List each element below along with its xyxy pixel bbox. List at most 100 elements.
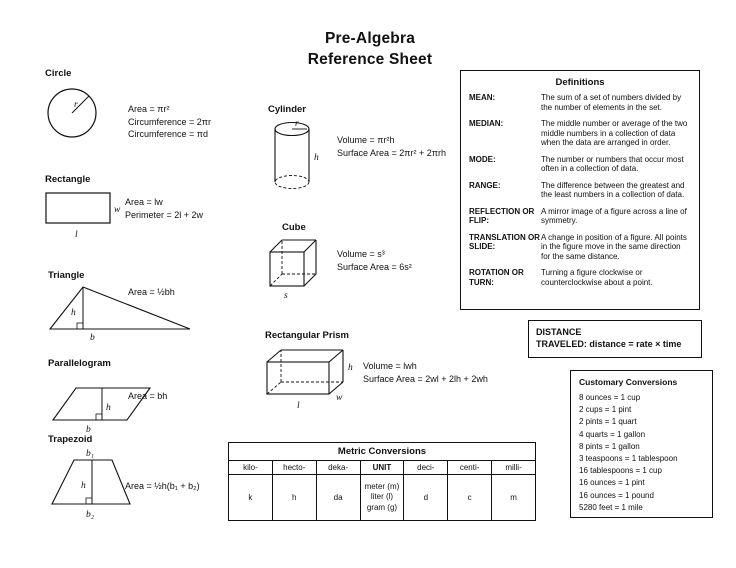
formula-line: Perimeter = 2l + 2w (125, 209, 204, 220)
formula-line: Circumference = 2πr (128, 116, 211, 127)
formula-line: Area = bh (128, 391, 168, 401)
circle-outline (47, 88, 97, 138)
definitions-title: Definitions (555, 77, 605, 88)
right-angle-mark (76, 322, 84, 330)
metric-value-m: m (491, 474, 536, 521)
prism-height-label: h (348, 363, 353, 373)
metric-header-deci: deci- (403, 460, 449, 475)
rect-prism-figure: h w l (266, 349, 353, 411)
customary-item: 2 cups = 1 pint (579, 405, 632, 415)
metric-value-da: da (315, 474, 361, 521)
cylinder-formulas: Volume = πr²h Surface Area = 2πr² + 2πrh (337, 134, 446, 159)
cylinder-bottom (274, 175, 310, 189)
customary-item: 2 pints = 1 quart (579, 417, 637, 427)
formula-line: Surface Area = 2wl + 2lh + 2wh (363, 373, 488, 384)
prism-width-label: w (336, 393, 343, 403)
trapezoid-formulas: Area = ½h(b₁ + b₂) (125, 480, 200, 493)
trapezoid-height-label: h (81, 481, 86, 491)
parallelogram-figure: h b (51, 387, 152, 435)
metric-title-row: Metric Conversions (228, 442, 536, 461)
definition-entry: MODE: The number or numbers that occur m… (469, 155, 691, 174)
rectangle-figure: w l (45, 192, 121, 240)
trapezoid-heading: Trapezoid (48, 434, 93, 445)
page-title: Pre-Algebra Reference Sheet (245, 28, 495, 70)
formula-line: Volume = lwh (363, 361, 417, 371)
parallelogram-base-label: b (86, 425, 91, 435)
cube-side-label: s (284, 291, 288, 301)
customary-item: 8 pints = 1 gallon (579, 441, 640, 451)
title-line-1: Pre-Algebra (324, 30, 416, 47)
cylinder-heading: Cylinder (268, 104, 307, 115)
definition-entry: REFLECTION OR FLIP: A mirror image of a … (469, 207, 691, 226)
definition-text: The middle number or average of the two … (541, 119, 688, 147)
formula-line: Volume = s³ (337, 249, 385, 259)
metric-value-row: k h da meter (m) liter (l) gram (g) d c … (228, 474, 536, 521)
formula-line: Area = ½bh (128, 287, 175, 297)
customary-item: 4 quarts = 1 gallon (579, 429, 646, 439)
cylinder-radius-label: r (295, 119, 299, 129)
cube-heading: Cube (282, 222, 306, 233)
customary-item: 16 ounces = 1 pint (579, 478, 645, 488)
rectangle-heading: Rectangle (45, 174, 91, 185)
metric-header-row: kilo- hecto- deka- UNIT deci- centi- mil… (228, 460, 536, 475)
metric-value-h: h (271, 474, 317, 521)
definition-entry: MEAN: The sum of a set of numbers divide… (469, 93, 691, 112)
customary-title: Customary Conversions (579, 377, 678, 387)
cube-front-face (269, 251, 305, 287)
definition-entry: ROTATION OR TURN: Turning a figure clock… (469, 268, 691, 287)
parallelogram-formulas: Area = bh (128, 390, 167, 403)
prism-length-label: l (297, 401, 300, 411)
customary-item: 16 tablespoons = 1 cup (579, 466, 662, 476)
formula-line: Surface Area = 6s² (337, 261, 412, 272)
customary-item: 5280 feet = 1 mile (579, 502, 643, 512)
triangle-outline (48, 286, 191, 330)
definition-entry: MEDIAN: The middle number or average of … (469, 119, 691, 148)
unit-liter: liter (l) (370, 492, 394, 502)
metric-header-kilo: kilo- (228, 460, 273, 475)
cube-hidden-edge (269, 273, 283, 287)
distance-formula: distance = rate × time (589, 339, 682, 349)
trapezoid-base2-label: b₂ (86, 510, 95, 520)
metric-conversions-table: Metric Conversions kilo- hecto- deka- UN… (228, 442, 536, 521)
triangle-height-label: h (71, 308, 76, 318)
rect-prism-formulas: Volume = lwh Surface Area = 2wl + 2lh + … (363, 360, 488, 385)
distance-line-1: DISTANCE (536, 327, 582, 337)
rectangle-formulas: Area = lw Perimeter = 2l + 2w (125, 196, 203, 221)
definition-entry: RANGE: The difference between the greate… (469, 181, 691, 200)
metric-value-k: k (228, 474, 273, 521)
right-angle-mark (95, 413, 103, 421)
formula-line: Area = ½h(b₁ + b₂) (125, 481, 200, 491)
customary-conversions-box: Customary Conversions 8 ounces = 1 cup 2… (570, 370, 713, 518)
parallelogram-height-label: h (106, 403, 111, 413)
parallelogram-heading: Parallelogram (48, 358, 111, 369)
metric-value-d: d (403, 474, 449, 521)
rectangle-width-label: w (114, 205, 121, 215)
triangle-base-label: b (90, 333, 95, 343)
definition-text: The sum of a set of numbers divided by t… (541, 93, 682, 112)
circle-figure: r (47, 88, 97, 138)
definition-term: RANGE: (469, 180, 501, 190)
prism-hidden-edge (266, 381, 282, 395)
formula-line: Surface Area = 2πr² + 2πrh (337, 147, 446, 158)
triangle-formulas: Area = ½bh (128, 286, 175, 299)
cylinder-height-label: h (314, 153, 319, 163)
definition-text: The number or numbers that occur most of… (541, 154, 684, 174)
definition-text: A change in position of a figure. All po… (541, 232, 687, 261)
definition-entry: TRANSLATION OR SLIDE: A change in positi… (469, 233, 691, 262)
distance-line-2: TRAVELED: distance = rate × time (536, 338, 694, 350)
unit-meter: meter (m) (364, 481, 400, 491)
rectangle-outline (45, 192, 111, 224)
formula-line: Area = lw (125, 197, 163, 207)
formula-line: Volume = πr²h (337, 135, 395, 145)
metric-title: Metric Conversions (228, 442, 536, 461)
circle-radius-label: r (74, 100, 78, 110)
formula-line: Circumference = πd (128, 129, 208, 139)
metric-header-hecto: hecto- (271, 460, 317, 475)
rect-prism-heading: Rectangular Prism (265, 330, 349, 341)
customary-item: 8 ounces = 1 cup (579, 393, 641, 402)
metric-header-deka: deka- (315, 460, 361, 475)
metric-header-milli: milli- (491, 460, 536, 475)
trapezoid-outline (51, 459, 131, 505)
cube-formulas: Volume = s³ Surface Area = 6s² (337, 248, 412, 273)
